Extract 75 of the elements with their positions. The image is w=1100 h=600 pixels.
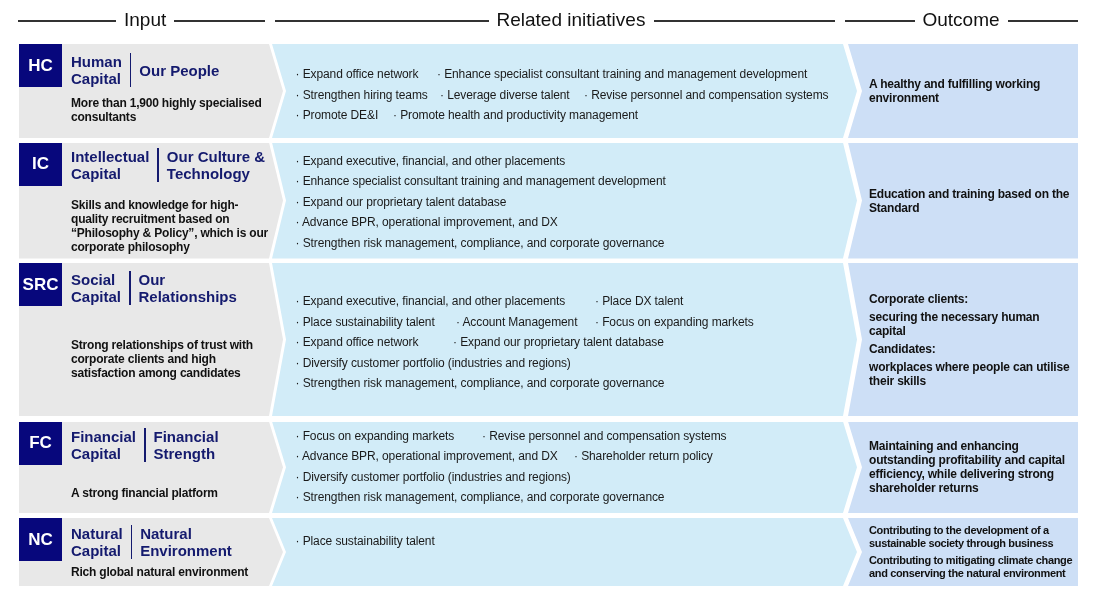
column-heading: Outcome: [922, 9, 1000, 31]
theme-title: Natural Environment: [140, 525, 233, 559]
initiative-item: · Place DX talent: [595, 293, 684, 309]
initiatives-panel: [272, 421, 857, 513]
outcome-panel: [848, 518, 1078, 586]
initiative-item: · Focus on expanding markets: [295, 427, 455, 444]
initiative-item: · Enhance specialist consultant training and management development: [437, 66, 808, 82]
initiatives-panel: [272, 44, 857, 138]
initiative-item: · Enhance specialist consultant training and management development: [295, 173, 666, 189]
outcome-panel: [848, 263, 1078, 416]
initiative-item: · Expand executive, financial, and other placements: [295, 293, 566, 309]
capital-title: Financial Capital: [71, 427, 137, 462]
capital-title: Natural Capital: [71, 525, 123, 559]
abbreviation-badge: HC: [19, 44, 62, 87]
initiative-item: · Promote health and productivity management: [393, 107, 639, 123]
initiative-item: · Diversify customer portfolio (industries and regions): [295, 354, 571, 371]
initiative-item: · Leverage diverse talent: [440, 86, 570, 103]
abbreviation-badge: SRC: [19, 263, 62, 306]
abbreviation-badge: IC: [19, 142, 62, 186]
initiative-item: · Expand our proprietary talent database: [453, 334, 664, 350]
capital-description: Skills and knowledge for high-quality recruitment based on “Philosophy & Policy”, which is our corporate philosophy: [71, 197, 269, 254]
capital-title: Social Capital: [71, 271, 121, 305]
capital-description: Strong relationships of trust with corporate clients and high satisfaction among candidates: [71, 338, 254, 380]
initiative-item: · Place sustainability talent: [295, 533, 435, 549]
initiative-item: · Account Management: [456, 313, 578, 330]
input-panel: [19, 263, 283, 416]
outcome-text: securing the necessary human capital: [869, 309, 1041, 338]
capital-title: Intellectual Capital: [71, 147, 150, 182]
column-heading: Input: [124, 9, 167, 31]
initiative-item: · Place sustainability talent: [295, 313, 435, 330]
input-panel: [19, 518, 283, 586]
abbreviation-badge: NC: [19, 518, 62, 561]
outcome-text: Corporate clients:: [869, 291, 970, 306]
initiative-item: · Advance BPR, operational improvement, and DX: [295, 214, 558, 230]
initiative-item: · Expand office network: [295, 334, 419, 350]
capital-description: A strong financial platform: [71, 485, 219, 500]
outcome-text: Contributing to the development of a sustainable society through business: [869, 524, 1055, 550]
input-panel: [19, 142, 283, 259]
theme-title: Our People: [139, 61, 220, 79]
theme-title: Our Relationships: [138, 271, 238, 305]
initiative-item: · Strengthen hiring teams: [295, 86, 428, 103]
theme-title: Financial Strength: [153, 427, 220, 462]
outcome-text: workplaces where people can utilise their skills: [869, 359, 1071, 388]
outcome-panel: [848, 421, 1078, 513]
initiatives-panel: [272, 518, 857, 586]
initiative-item: · Diversify customer portfolio (industries and regions): [295, 468, 571, 485]
initiatives-panel: [272, 263, 857, 416]
initiative-item: · Shareholder return policy: [574, 448, 713, 464]
initiative-item: · Strengthen risk management, compliance, and corporate governance: [295, 234, 665, 251]
theme-title: Our Culture & Technology: [166, 147, 267, 182]
initiative-item: · Revise personnel and compensation systems: [584, 86, 829, 103]
outcome-text: Contributing to mitigating climate change and conserving the natural environment: [869, 554, 1074, 580]
initiatives-panel: [272, 142, 857, 259]
initiative-item: · Advance BPR, operational improvement, and DX: [295, 448, 558, 464]
input-panel: [19, 421, 283, 513]
column-heading: Related initiatives: [496, 9, 646, 31]
initiative-item: · Promote DE&I: [295, 107, 379, 123]
input-panel: [19, 44, 283, 138]
initiative-item: · Expand office network: [295, 66, 419, 82]
initiative-item: · Revise personnel and compensation systems: [482, 427, 727, 444]
initiative-item: · Expand executive, financial, and other placements: [295, 152, 566, 169]
outcome-panel: [848, 142, 1078, 259]
initiative-item: · Focus on expanding markets: [595, 313, 754, 330]
initiative-item: · Strengthen risk management, compliance, and corporate governance: [295, 489, 665, 505]
outcome-text: Candidates:: [869, 341, 937, 356]
capital-description: Rich global natural environment: [71, 565, 250, 579]
outcome-text: Education and training based on the Standard: [869, 186, 1071, 215]
initiative-item: · Strengthen risk management, compliance, and corporate governance: [295, 375, 665, 391]
capital-title: Human Capital: [71, 53, 122, 87]
outcome-text: Maintaining and enhancing outstanding profitability and capital efficiency, while delivering strong shareholder returns: [869, 439, 1066, 496]
capital-description: More than 1,900 highly specialised consultants: [71, 96, 263, 124]
initiative-item: · Expand our proprietary talent database: [295, 193, 507, 210]
abbreviation-badge: FC: [19, 421, 62, 465]
outcome-text: A healthy and fulfilling working environment: [869, 77, 1042, 105]
outcome-panel: [848, 44, 1078, 138]
